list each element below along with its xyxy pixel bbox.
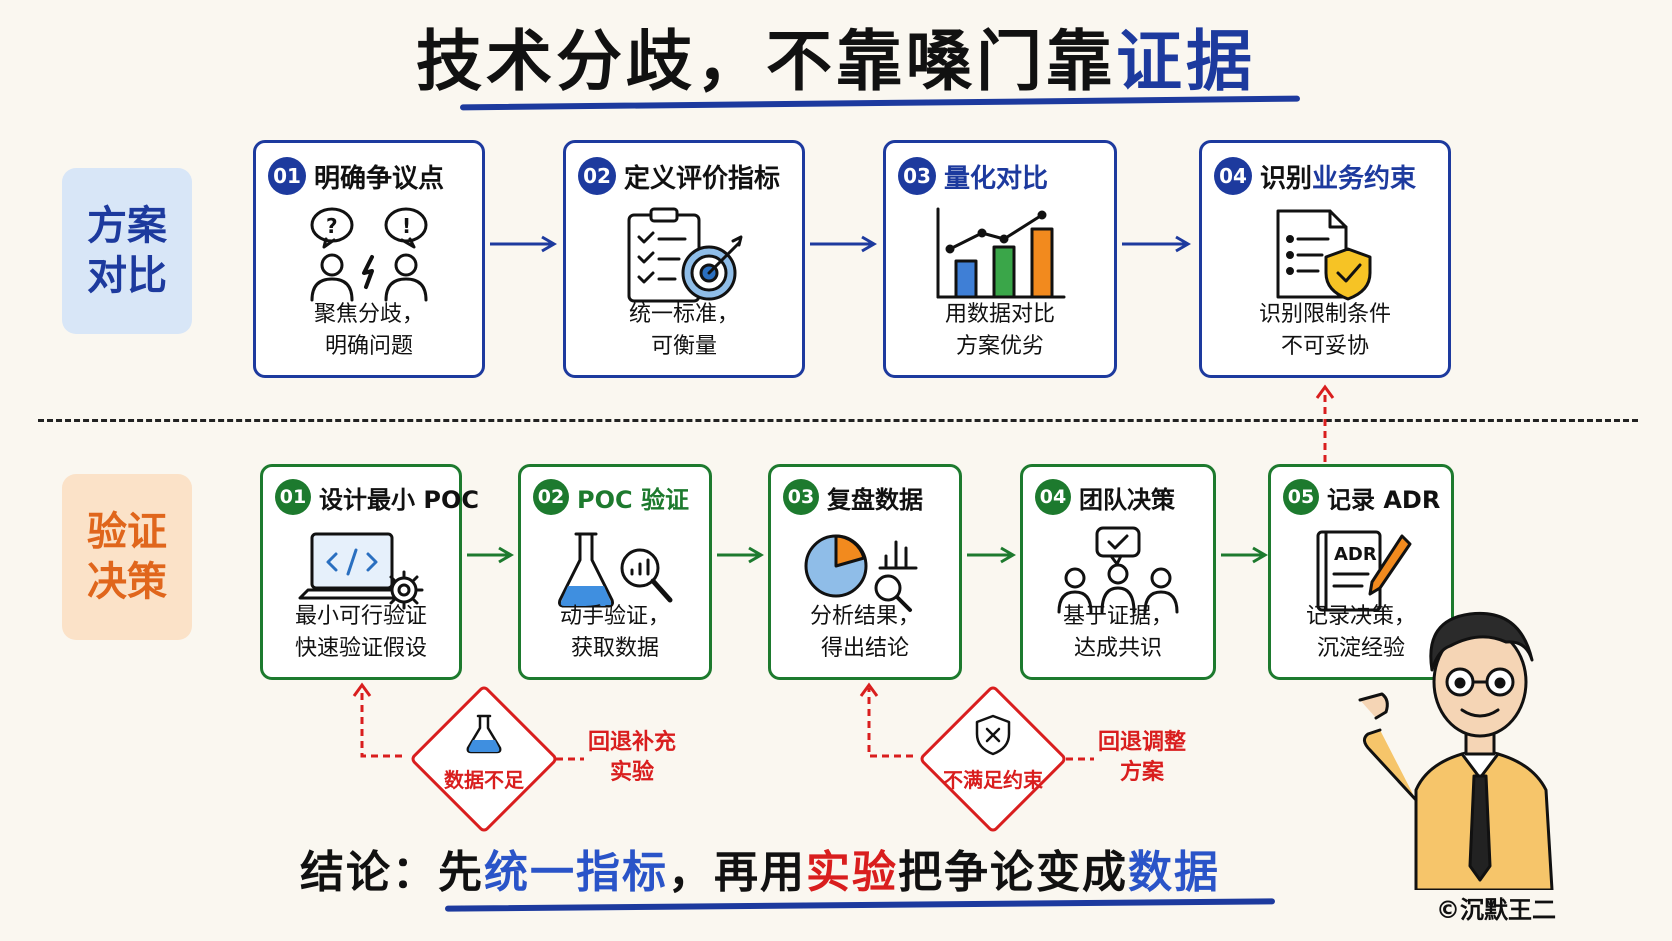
page-title: 技术分歧，不靠嗓门靠证据 — [416, 23, 1256, 100]
svg-text:!: ! — [402, 214, 411, 238]
presenter-illustration-icon — [1358, 611, 1554, 890]
card-description: 基于证据，达成共识 — [1062, 604, 1173, 662]
card-description: 聚焦分歧，明确问题 — [313, 302, 424, 360]
decision-constraint-failed: 不满足约束 — [918, 684, 1068, 834]
arrow-right-icon — [967, 546, 1016, 564]
card-description: 记录决策，沉淀经验 — [1305, 604, 1416, 662]
document-shield-icon — [1202, 205, 1448, 305]
card-description: 识别限制条件不可妥协 — [1258, 302, 1391, 360]
card-description: 分析结果，得出结论 — [809, 604, 920, 662]
card-description: 最小可行验证快速验证假设 — [294, 604, 427, 662]
feedback-note-2: 回退调整方案 — [1098, 730, 1187, 785]
laptop-code-gear-icon — [263, 521, 459, 621]
copyright-credit: ©沉默王二 — [1436, 896, 1556, 924]
arrow-right-icon — [810, 235, 877, 253]
conclusion-underline — [444, 898, 1276, 912]
dashed-connector — [556, 757, 584, 761]
flask-icon — [466, 714, 502, 754]
arrow-right-icon — [1122, 235, 1191, 253]
section-divider — [38, 419, 1638, 422]
arrow-right-icon — [490, 235, 557, 253]
conclusion-text: 结论：先统一指标，再用实验把争论变成数据 — [300, 847, 1220, 898]
card-description: 统一标准，可衡量 — [628, 302, 739, 360]
adr-book-pen-icon: ADR — [1271, 521, 1451, 621]
bar-chart-icon — [886, 205, 1114, 305]
section-label-compare: 方案对比 — [62, 168, 192, 334]
arrow-right-icon — [1221, 546, 1268, 564]
arrow-right-icon — [717, 546, 764, 564]
feedback-arrow-icon — [352, 682, 402, 758]
card-description: 动手验证，获取数据 — [559, 604, 670, 662]
pie-chart-magnifier-icon — [771, 521, 959, 621]
svg-text:ADR: ADR — [1334, 544, 1377, 565]
team-check-icon — [1023, 521, 1213, 621]
shield-x-icon — [975, 714, 1011, 756]
section-label-verify: 验证决策 — [62, 474, 192, 640]
debate-people-icon: ? ! — [256, 205, 482, 305]
feedback-arrow-icon — [859, 682, 913, 758]
feedback-note-1: 回退补充实验 — [588, 730, 677, 785]
card-description: 用数据对比方案优劣 — [944, 302, 1055, 360]
decision-insufficient-data: 数据不足 — [409, 684, 559, 834]
svg-text:?: ? — [326, 214, 338, 238]
arrow-right-icon — [467, 546, 514, 564]
feedback-arrow-up-icon — [1315, 384, 1335, 462]
flask-magnifier-icon — [521, 521, 709, 621]
dashed-connector — [1066, 757, 1094, 761]
checklist-target-icon — [566, 205, 802, 305]
